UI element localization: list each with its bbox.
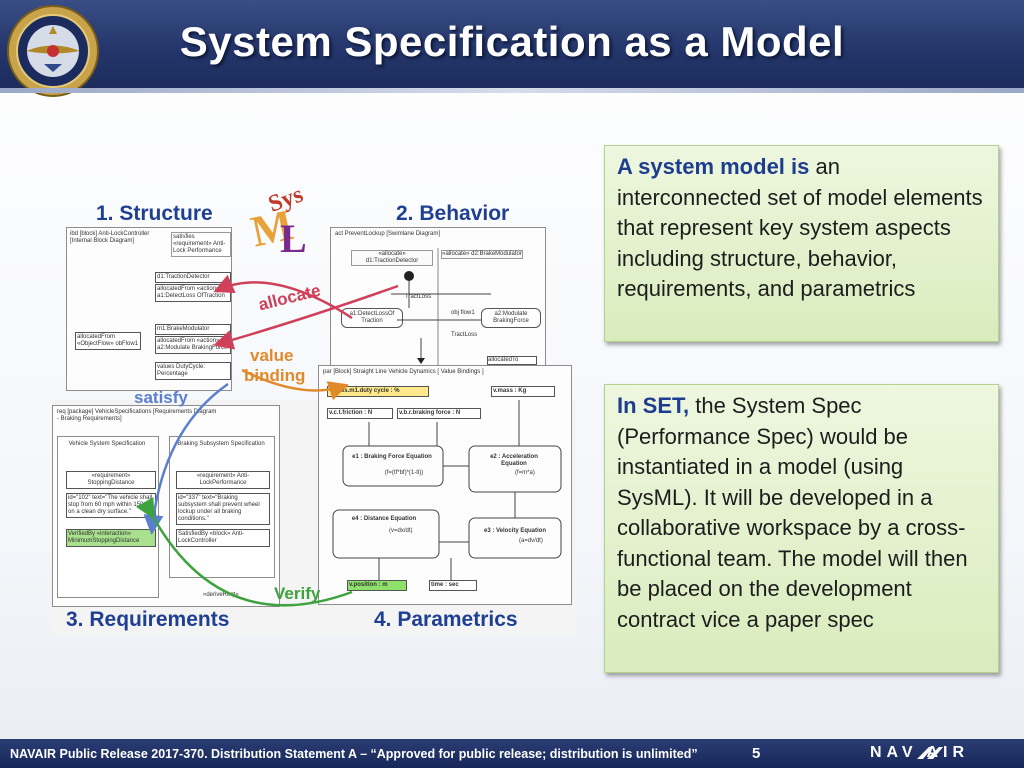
callout-system-model-lead: A system model is <box>617 154 810 179</box>
requirements-panel: req [package] VehicleSpecifications [Req… <box>52 405 280 607</box>
req-box-braking: Braking Subsystem Specification «require… <box>169 436 275 578</box>
param-braking-force: v.b.r.braking force : N <box>397 408 481 419</box>
section-label-requirements: 3. Requirements <box>66 608 230 631</box>
param-eq-velocity-title: e3 : Velocity Equation <box>483 528 546 534</box>
callout-system-model-text: an interconnected set of model elements … <box>617 154 983 301</box>
relationship-arrows <box>135 274 399 607</box>
parametrics-boxes <box>332 400 562 580</box>
arrow-label-value: value <box>250 346 294 365</box>
footer-release-statement: NAVAIR Public Release 2017-370. Distribu… <box>10 747 698 761</box>
req-stopping-distance: «requirement» StoppingDistance <box>66 471 156 489</box>
section-label-behavior: 2. Behavior <box>396 202 510 225</box>
page-number: 5 <box>752 745 761 762</box>
behavior-alloc: allocatedTo <box>487 356 537 365</box>
behavior-action-1: a1:DetectLossOf Traction <box>341 308 403 328</box>
structure-alloc-3: allocatedFrom «ObjectFlow» obFlow1 <box>75 332 141 350</box>
callout-set-lead: In SET, <box>617 393 690 418</box>
req-verified-by: VerifiedBy «interaction» MinimumStopping… <box>66 529 156 547</box>
arrow-label-binding: binding <box>244 366 306 385</box>
param-friction: v.c.t.friction : N <box>327 408 393 419</box>
callout-system-model: A system model is an interconnected set … <box>604 145 999 342</box>
arrow-label-verify: Verify <box>274 584 321 603</box>
param-position: v.position : m <box>347 580 407 591</box>
structure-header: ibd [block] Anti-LockController [Interna… <box>70 231 150 244</box>
req-box-vehicle-title: Vehicle System Specification <box>68 441 146 447</box>
param-mass: v.mass : Kg <box>491 386 555 397</box>
behavior-flow-lines <box>391 248 491 370</box>
requirements-header: req [package] VehicleSpecifications [Req… <box>57 409 217 422</box>
navair-seal-logo <box>7 5 99 97</box>
callout-set: In SET, the System Spec (Performance Spe… <box>604 384 999 673</box>
param-eq-braking-formula: (f=(tf*bf)*(1-tl)) <box>384 470 424 476</box>
section-label-parametrics: 4. Parametrics <box>374 608 518 631</box>
behavior-panel: act PreventLockup [Swimlane Diagram] «al… <box>330 227 546 371</box>
req-box-braking-title: Braking Subsystem Specification <box>177 441 265 447</box>
parametrics-header: par [Block] Straight Line Vehicle Dynami… <box>323 369 484 375</box>
param-time: time : sec <box>429 580 477 591</box>
param-eq-accel-formula: (f=m*a) <box>515 470 535 476</box>
param-eq-braking-title: e1 : Braking Force Equation <box>352 454 432 460</box>
slide-footer: NAVAIR Public Release 2017-370. Distribu… <box>0 739 1024 768</box>
req-derive: «deriveReqt» <box>203 592 239 598</box>
parametrics-panel: par [Block] Straight Line Vehicle Dynami… <box>318 365 572 605</box>
param-eq-accel-title: e2 : Acceleration Equation <box>490 454 538 467</box>
behavior-header: act PreventLockup [Swimlane Diagram] <box>335 231 441 237</box>
structure-alloc-2: allocatedFrom «action» a2:Modulate Braki… <box>155 336 231 354</box>
req-anti-lock: «requirement» Anti-LockPerformance <box>176 471 270 489</box>
svg-text:M: M <box>247 200 298 256</box>
behavior-flow-1: TractLoss <box>405 294 432 300</box>
param-eq-distance-title: e4 : Distance Equation <box>351 516 417 522</box>
req-anti-lock-text: id="337" text="Braking subsystem shall p… <box>176 493 270 525</box>
behavior-lane-2: «allocate» d2:BrakeModulator <box>441 250 523 259</box>
param-eq-distance-formula: (v=dx/dt) <box>389 528 413 534</box>
svg-text:L: L <box>280 216 307 256</box>
arrow-label-satisfy: satisfy <box>134 388 188 407</box>
header-stripe <box>0 88 1024 93</box>
structure-satisfies: satisfies «requirement» Anti-Lock Perfor… <box>171 232 231 257</box>
behavior-lane-1: «allocate» d1:TractionDetector <box>351 250 433 266</box>
slide-header: System Specification as a Model <box>0 0 1024 97</box>
slide-title: System Specification as a Model <box>179 18 845 65</box>
section-label-structure: 1. Structure <box>96 202 213 225</box>
sysml-logo: M L Sys <box>247 181 307 256</box>
callout-set-text: the System Spec (Performance Spec) would… <box>617 393 968 632</box>
behavior-action-2: a2:Modulate BrakingForce <box>481 308 541 328</box>
req-satisfied-by: SatisfiedBy «block» Anti-LockController <box>176 529 270 547</box>
behavior-flow-3: TractLoss <box>451 332 478 338</box>
sysml-diagram-collage: ibd [block] Anti-LockController [Interna… <box>52 170 576 636</box>
structure-values: values DutyCycle: Percentage <box>155 362 231 380</box>
navair-wing-icon <box>917 747 943 759</box>
behavior-flow-2: obj flow1 <box>451 310 475 316</box>
param-eq-velocity-formula: (a=dv/dt) <box>519 538 543 544</box>
structure-part-brake: m1:BrakeModulator <box>155 324 231 335</box>
structure-panel: ibd [block] Anti-LockController [Interna… <box>66 227 232 391</box>
